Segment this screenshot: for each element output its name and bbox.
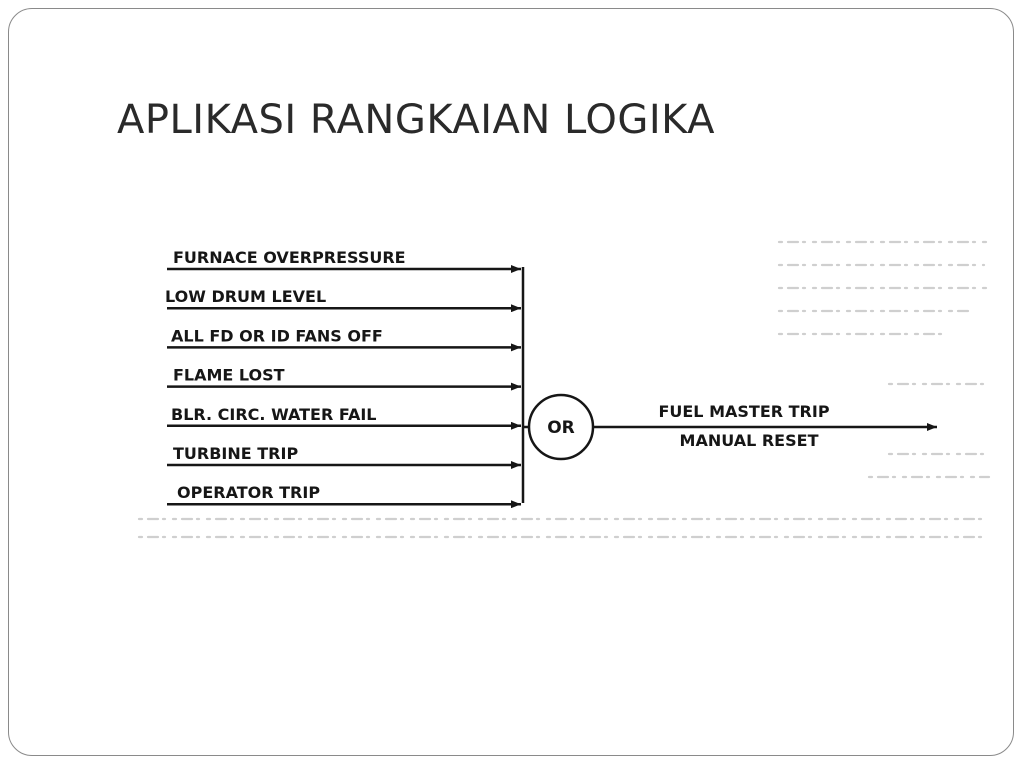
faded-background-text <box>137 240 991 539</box>
input-label: FLAME LOST <box>173 366 285 385</box>
or-gate-label: OR <box>547 418 575 438</box>
output-label-line1: FUEL MASTER TRIP <box>658 402 829 421</box>
input-label: FURNACE OVERPRESSURE <box>173 248 406 267</box>
slide-title: APLIKASI RANGKAIAN LOGIKA <box>117 97 716 143</box>
slide: APLIKASI RANGKAIAN LOGIKA FURNACE OVERPR… <box>8 8 1014 756</box>
input-signals: FURNACE OVERPRESSURE LOW DRUM LEVEL ALL FD… <box>165 248 521 509</box>
logic-diagram: FURNACE OVERPRESSURE LOW DRUM LEVEL ALL FD… <box>137 240 991 539</box>
input-label: ALL FD OR ID FANS OFF <box>171 326 383 345</box>
input-label: OPERATOR TRIP <box>177 483 320 502</box>
output-label-line2: MANUAL RESET <box>680 431 819 450</box>
or-gate: OR <box>527 393 595 461</box>
input-label: LOW DRUM LEVEL <box>165 287 326 306</box>
input-label: TURBINE TRIP <box>173 444 298 463</box>
input-label: BLR. CIRC. WATER FAIL <box>171 405 377 424</box>
